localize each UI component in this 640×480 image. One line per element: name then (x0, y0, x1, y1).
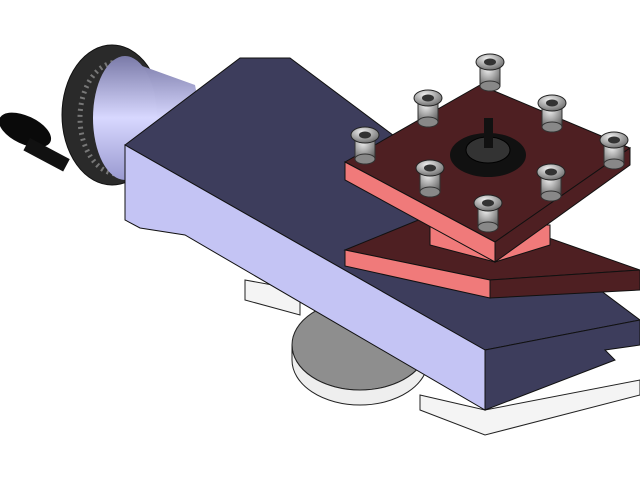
handle (0, 112, 70, 172)
bolt (413, 89, 443, 128)
center-stud (450, 118, 526, 177)
bolt (415, 159, 445, 198)
bolt (537, 94, 567, 133)
bolt (475, 53, 505, 92)
bolt (350, 126, 380, 165)
bolt (473, 194, 503, 233)
bolt (599, 131, 629, 170)
bolt (536, 163, 566, 202)
